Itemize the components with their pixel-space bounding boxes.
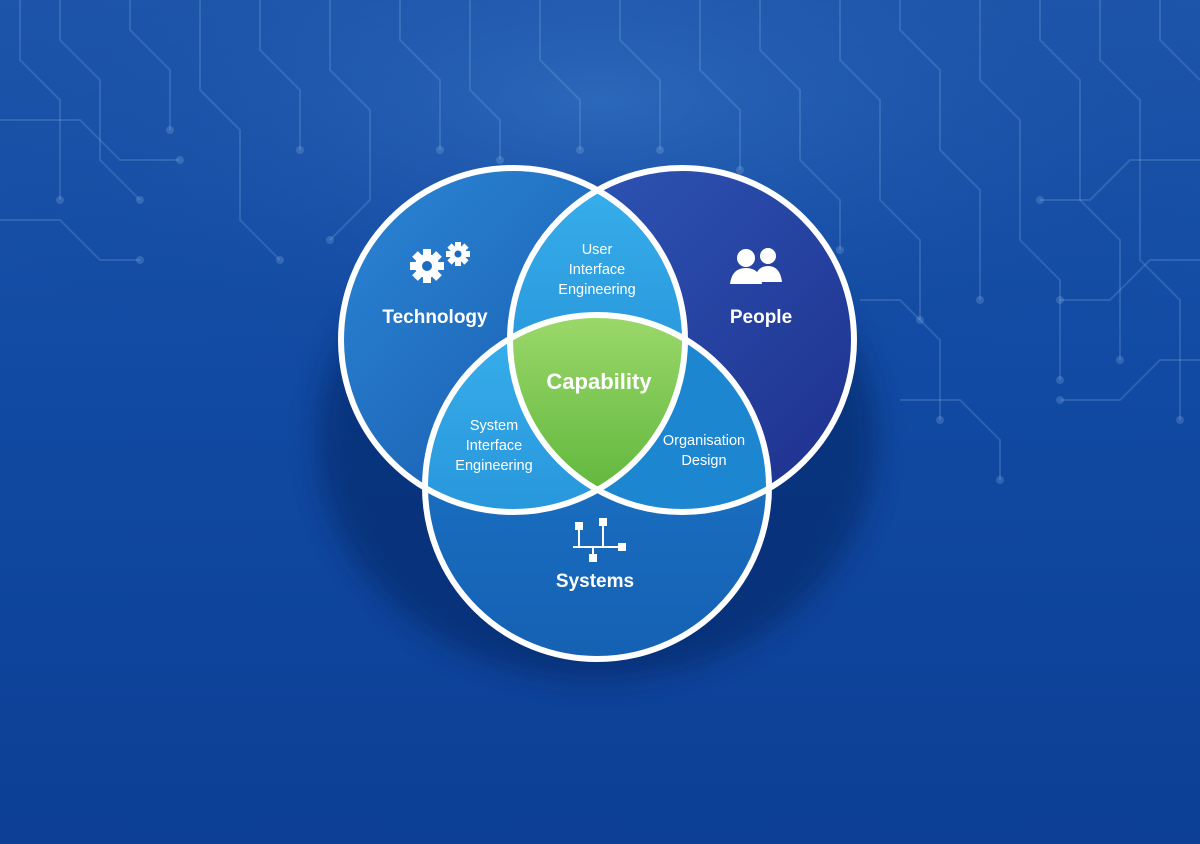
overlap-ts-line-3: Engineering (455, 458, 532, 474)
circuit-pattern (0, 0, 1200, 480)
circuit-pads (56, 126, 1184, 484)
overlap-ts-line-1: System (470, 418, 518, 434)
systems-label: Systems (556, 571, 634, 592)
circle-outlines (338, 165, 857, 662)
overlap-ps-line-2: Design (681, 453, 726, 469)
capability-label: Capability (546, 369, 652, 394)
overlap-tp-line-1: User (582, 242, 613, 258)
network-hierarchy-icon (573, 518, 626, 562)
overlap-ps-line-1: Organisation (663, 433, 745, 449)
overlap-tp-line-3: Engineering (558, 282, 635, 298)
overlap-ts-line-2: Interface (466, 438, 522, 454)
people-label: People (730, 307, 792, 328)
technology-label: Technology (382, 307, 488, 328)
overlap-tp-line-2: Interface (569, 262, 625, 278)
users-icon (730, 248, 782, 284)
